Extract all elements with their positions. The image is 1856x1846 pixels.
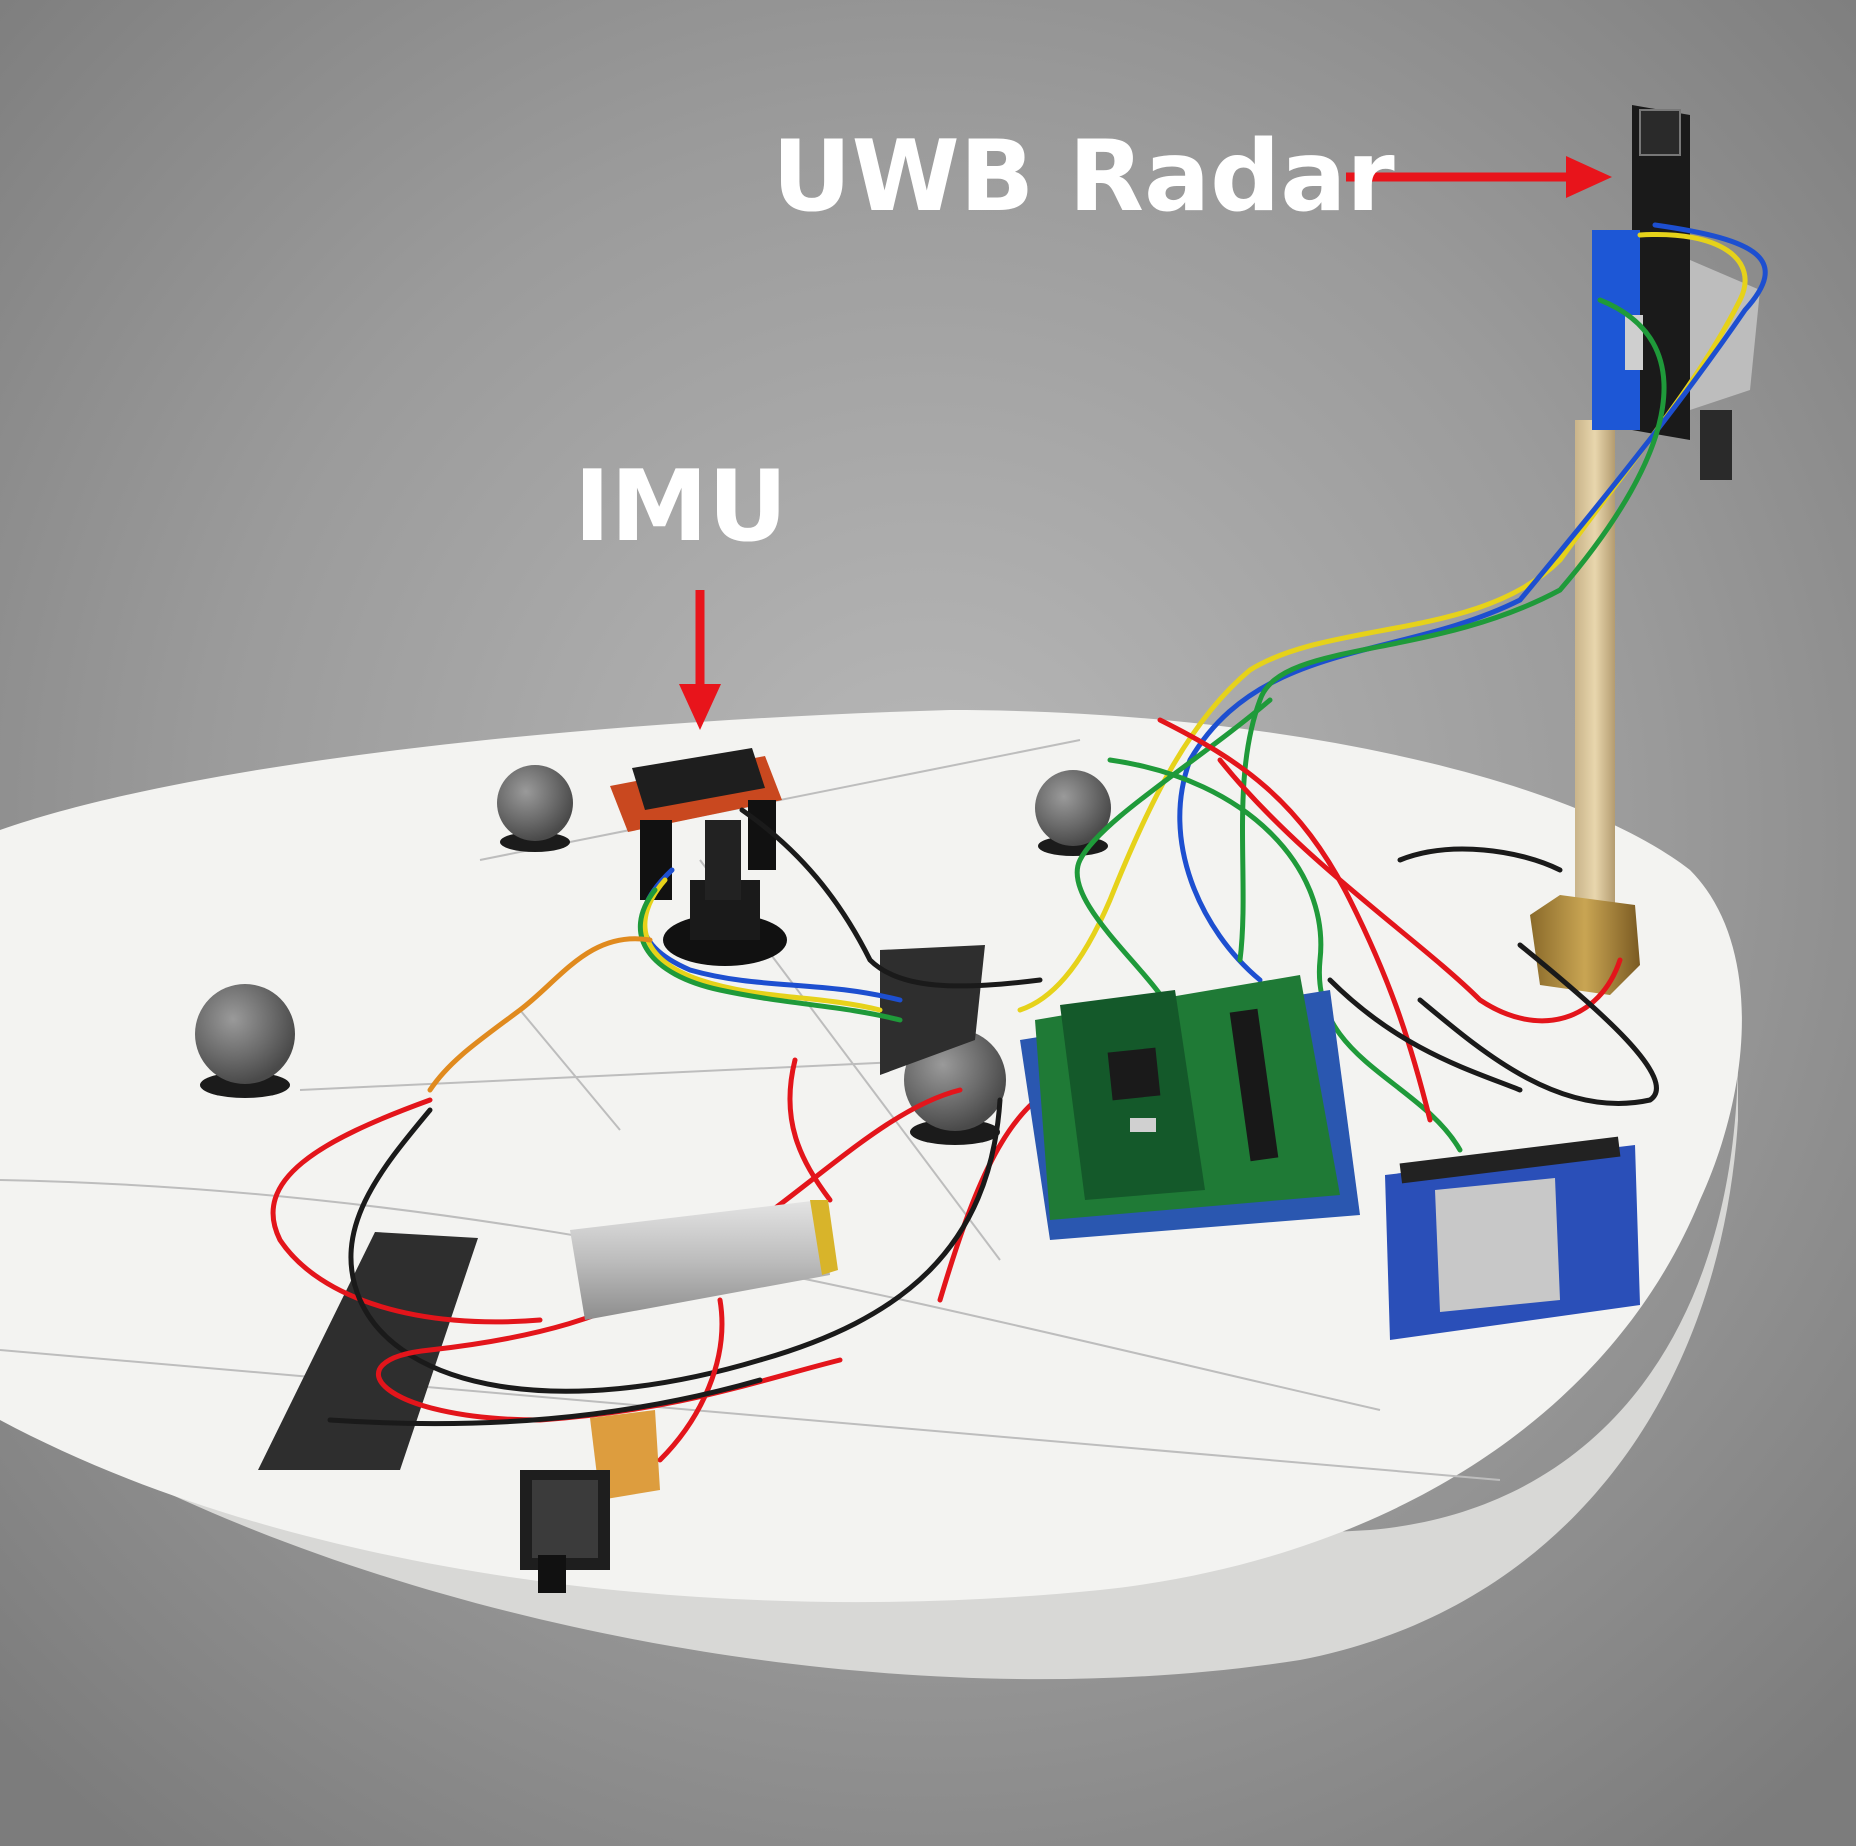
wifi-module <box>1385 1136 1640 1340</box>
imu-label: IMU <box>574 450 788 564</box>
microcontroller-board <box>1020 975 1360 1240</box>
uwb-radar-board <box>1592 105 1760 480</box>
lipo-battery <box>570 1200 838 1320</box>
uwb-radar-label: UWB Radar <box>772 120 1395 234</box>
black-tape <box>258 1232 478 1470</box>
platform-disc <box>0 710 1742 1680</box>
uwb-radar-arrow <box>1346 156 1612 198</box>
power-switch <box>520 1410 660 1593</box>
imu-arrow <box>679 590 721 730</box>
wires <box>270 222 1768 1463</box>
platform-top <box>0 710 1742 1603</box>
marker-ball <box>1035 770 1111 856</box>
marker-ball <box>497 765 573 852</box>
marker-ball <box>195 984 295 1098</box>
wooden-pole <box>1530 420 1640 995</box>
